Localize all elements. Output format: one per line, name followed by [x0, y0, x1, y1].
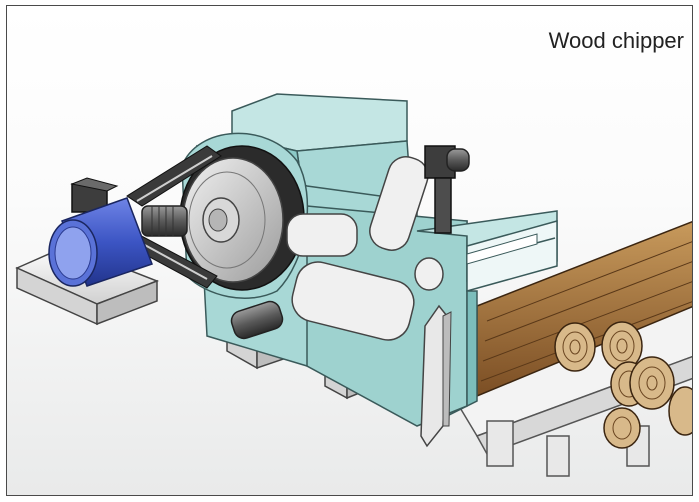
motor-shaft — [141, 205, 188, 237]
roller-housing — [286, 156, 429, 341]
shaft-icon — [230, 145, 470, 340]
illustration-frame: Wood chipper — [6, 5, 693, 496]
log-icon — [476, 220, 692, 449]
diagram-title: Wood chipper — [548, 28, 684, 53]
wood-chipper-illustration — [15, 93, 692, 477]
guard-plate — [420, 304, 452, 448]
pulley-icon — [179, 132, 309, 299]
motor-icon — [48, 177, 188, 287]
